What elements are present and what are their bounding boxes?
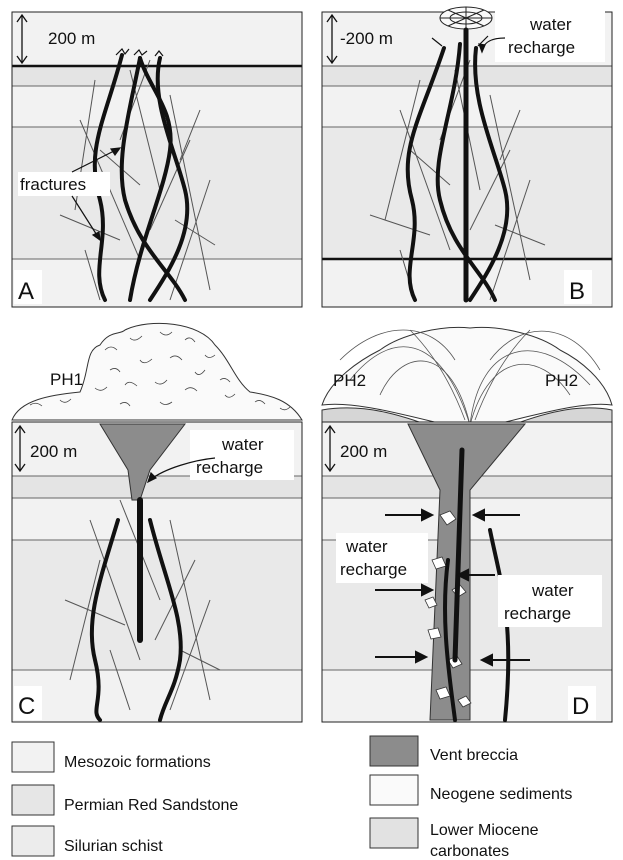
panel-c-pipe-label: PH1 xyxy=(50,370,83,389)
panel-d-recharge-right-line1: water xyxy=(531,581,574,600)
legend-label-neogene: Neogene sediments xyxy=(430,786,572,803)
panel-c-recharge-line1: water xyxy=(221,435,264,454)
legend-swatch-silurian xyxy=(12,826,54,856)
panel-c: 200 m PH1 water recharge C xyxy=(12,323,302,722)
legend-label-miocene: Lower Miocene xyxy=(430,822,539,839)
panel-c-recharge-line2: recharge xyxy=(196,458,263,477)
legend-swatch-permian xyxy=(12,785,54,815)
legend-label-mesozoic: Mesozoic formations xyxy=(64,754,211,771)
panel-d-scale: 200 m xyxy=(340,442,387,461)
legend-label-vent-breccia: Vent breccia xyxy=(430,747,518,764)
panel-d-pipe-label-left: PH2 xyxy=(333,371,366,390)
panel-a-scale: 200 m xyxy=(48,29,95,48)
legend: Mesozoic formations Permian Red Sandston… xyxy=(12,736,572,860)
legend-swatch-mesozoic xyxy=(12,742,54,772)
panel-c-letter: C xyxy=(18,693,35,720)
legend-swatch-neogene xyxy=(370,775,418,805)
panel-d-pipe-label-right: PH2 xyxy=(545,371,578,390)
panel-b-letter: B xyxy=(569,278,585,305)
panel-d-recharge-right-line2: recharge xyxy=(504,604,571,623)
panel-d-letter: D xyxy=(572,693,589,720)
panel-d: 200 m PH2 PH2 water recharge water recha… xyxy=(322,327,612,722)
legend-label-silurian: Silurian schist xyxy=(64,838,163,855)
legend-label-miocene-line2: carbonates xyxy=(430,843,509,860)
panel-b: -200 m water recharge B xyxy=(322,7,612,307)
legend-label-permian: Permian Red Sandstone xyxy=(64,797,238,814)
panel-a: 200 m fractures A xyxy=(12,12,302,307)
panel-c-scale: 200 m xyxy=(30,442,77,461)
panel-b-crater xyxy=(440,7,492,29)
legend-swatch-miocene xyxy=(370,818,418,848)
panel-b-recharge-line2: recharge xyxy=(508,38,575,57)
panel-a-letter: A xyxy=(18,278,34,305)
panel-b-scale: -200 m xyxy=(340,29,393,48)
panel-d-recharge-left-line2: recharge xyxy=(340,560,407,579)
panel-d-recharge-left-line1: water xyxy=(345,537,388,556)
panel-a-fractures-label: fractures xyxy=(20,175,86,194)
legend-swatch-vent-breccia xyxy=(370,736,418,766)
panel-b-recharge-line1: water xyxy=(529,15,572,34)
